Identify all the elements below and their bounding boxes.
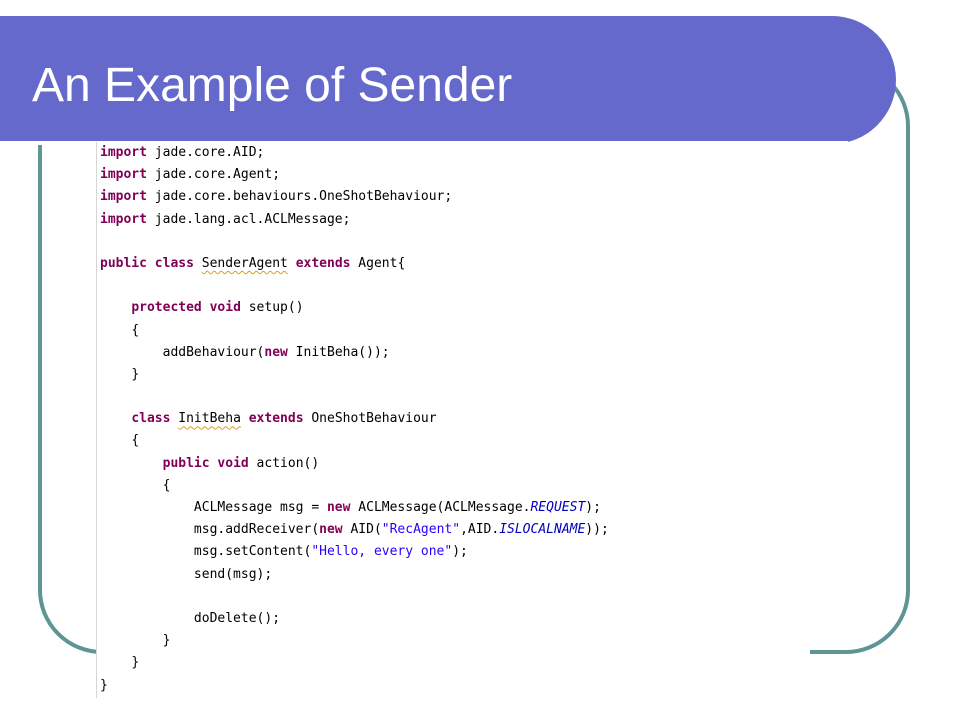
code-line-blank <box>100 275 609 297</box>
code-line-open-brace: { <box>162 477 171 493</box>
class-name-sender-agent: SenderAgent <box>201 255 288 271</box>
code-line-inner-class: class InitBeha extends OneShotBehaviour <box>131 411 437 427</box>
slide-title: An Example of Sender <box>32 59 513 112</box>
code-line-set-content: msg.setContent("Hello, every one"); <box>193 544 468 560</box>
code-line-blank <box>100 386 609 408</box>
code-line-send: send(msg); <box>193 566 273 582</box>
code-line-class-decl: public class SenderAgent extends Agent{ <box>100 255 406 271</box>
code-line-action-decl: public void action() <box>162 455 320 471</box>
code-line-blank <box>100 586 609 608</box>
code-line-import-aid: import jade.core.AID; <box>100 145 265 160</box>
code-line-close-brace: } <box>131 366 140 382</box>
code-line-close-brace: } <box>162 633 171 649</box>
class-name-init-beha: InitBeha <box>178 411 241 427</box>
code-line-import-aclmessage: import jade.lang.acl.ACLMessage; <box>100 211 351 227</box>
code-line-setup-decl: protected void setup() <box>131 300 304 316</box>
code-line-blank <box>100 231 609 253</box>
code-line-open-brace: { <box>131 322 140 338</box>
code-line-close-brace: } <box>131 655 140 671</box>
code-lines: import jade.core.AID; import jade.core.A… <box>100 142 609 697</box>
code-line-close-brace: } <box>100 677 108 693</box>
code-line-do-delete: doDelete(); <box>193 610 281 626</box>
code-line-add-behaviour: addBehaviour(new InitBeha()); <box>162 344 390 360</box>
code-line-add-receiver: msg.addReceiver(new AID("RecAgent",AID.I… <box>193 522 609 538</box>
code-line-import-oneshot: import jade.core.behaviours.OneShotBehav… <box>100 189 453 205</box>
code-line-msg-create: ACLMessage msg = new ACLMessage(ACLMessa… <box>193 500 601 515</box>
title-banner: An Example of Sender <box>0 16 896 145</box>
code-screenshot: import jade.core.AID; import jade.core.A… <box>96 142 810 698</box>
code-line-import-agent: import jade.core.Agent; <box>100 167 281 183</box>
code-line-open-brace: { <box>131 433 140 449</box>
